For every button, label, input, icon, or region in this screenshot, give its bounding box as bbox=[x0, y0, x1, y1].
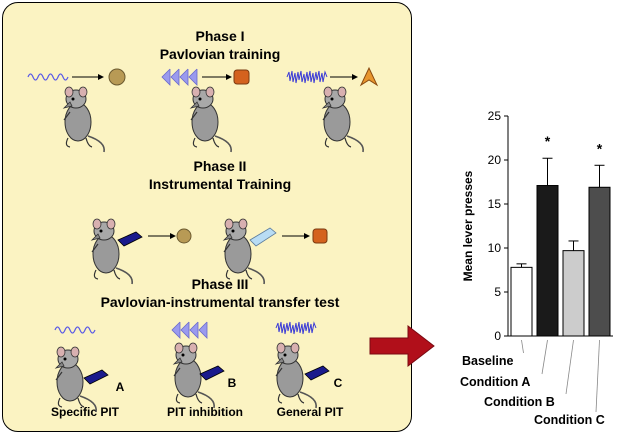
bar-1 bbox=[536, 185, 559, 337]
category-label-1: Condition A bbox=[460, 375, 530, 389]
y-tick-label: 5 bbox=[494, 285, 501, 299]
group-c-label: General PIT bbox=[276, 405, 344, 419]
category-leader-2 bbox=[565, 339, 574, 395]
significance-marker-3: * bbox=[597, 140, 603, 156]
category-label-3: Condition C bbox=[534, 413, 605, 427]
group-c-letter: C bbox=[333, 376, 343, 390]
phase2-title: Phase II bbox=[193, 158, 247, 174]
group-a-letter: A bbox=[115, 380, 125, 394]
y-axis-label: Mean lever presses bbox=[461, 170, 475, 281]
bar-0 bbox=[510, 266, 533, 337]
group-b-label: PIT inhibition bbox=[167, 405, 243, 419]
y-tick-label: 25 bbox=[488, 109, 502, 123]
bar-2 bbox=[562, 250, 585, 337]
y-tick-label: 15 bbox=[488, 197, 502, 211]
group-b-letter: B bbox=[227, 376, 237, 390]
y-tick-label: 20 bbox=[488, 153, 502, 167]
y-tick-label: 10 bbox=[488, 241, 502, 255]
category-label-0: Baseline bbox=[462, 354, 513, 368]
significance-marker-1: * bbox=[545, 133, 551, 149]
phase3-subtitle: Pavlovian-instrumental transfer test bbox=[100, 294, 340, 310]
phase1-title: Phase I bbox=[195, 28, 245, 44]
phase3-title: Phase III bbox=[191, 276, 249, 292]
y-tick-label: 0 bbox=[494, 329, 501, 343]
category-leader-0 bbox=[521, 339, 524, 354]
category-label-2: Condition B bbox=[484, 395, 555, 409]
group-a-label: Specific PIT bbox=[50, 405, 120, 419]
phase2-subtitle: Instrumental Training bbox=[148, 176, 292, 192]
category-leader-3 bbox=[595, 339, 600, 413]
bar-3 bbox=[588, 186, 611, 337]
phase1-subtitle: Pavlovian training bbox=[159, 46, 281, 62]
category-leader-1 bbox=[541, 339, 548, 375]
